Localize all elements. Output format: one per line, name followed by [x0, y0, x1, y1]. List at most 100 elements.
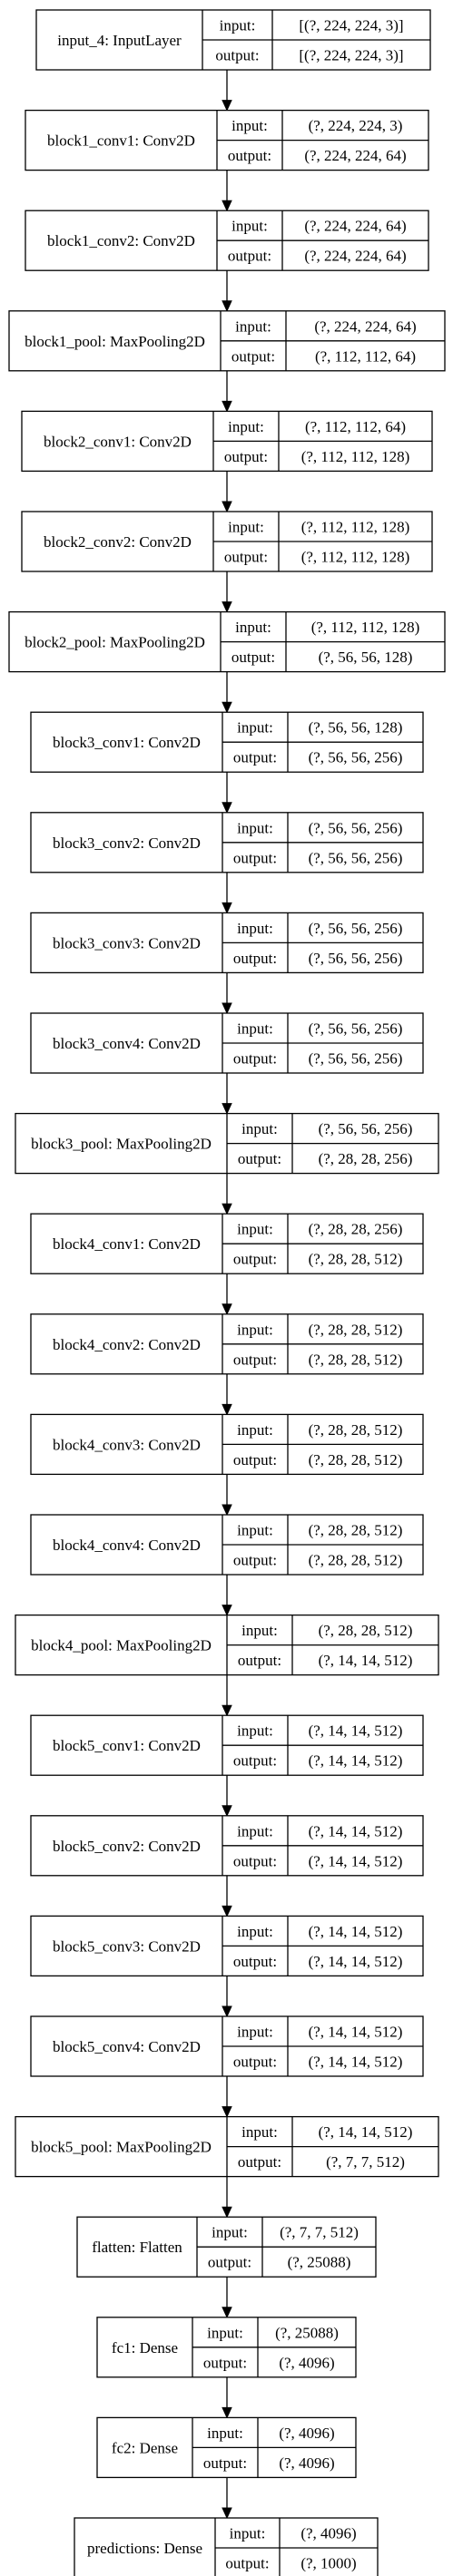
output-label: output:: [233, 1552, 277, 1569]
input-shape: (?, 25088): [275, 2324, 339, 2341]
output-shape: (?, 14, 14, 512): [319, 1652, 413, 1669]
output-label: output:: [233, 1953, 277, 1970]
arrowhead-icon: [222, 1605, 232, 1616]
input-label: input:: [230, 2525, 266, 2542]
input-shape: (?, 28, 28, 512): [309, 1522, 403, 1539]
input-label: input:: [237, 1522, 273, 1539]
arrowhead-icon: [222, 2005, 232, 2018]
output-shape: (?, 28, 28, 512): [309, 1552, 403, 1569]
arrowhead-icon: [222, 1203, 232, 1215]
input-label: input:: [237, 1020, 273, 1038]
output-shape: (?, 14, 14, 512): [309, 1953, 403, 1970]
input-label: input:: [235, 619, 271, 636]
input-shape: (?, 14, 14, 512): [309, 1822, 403, 1839]
edge-arrow: [222, 370, 232, 413]
output-shape: (?, 56, 56, 256): [309, 1050, 403, 1068]
input-label: input:: [207, 2425, 243, 2442]
layer-name: block3_conv2: Conv2D: [53, 834, 201, 852]
layer-name: block5_conv2: Conv2D: [53, 1838, 201, 1855]
input-shape: (?, 28, 28, 256): [309, 1221, 403, 1238]
edge-arrow: [222, 2277, 232, 2319]
input-shape: (?, 7, 7, 512): [280, 2224, 359, 2241]
input-label: input:: [231, 117, 268, 134]
input-shape: (?, 56, 56, 256): [309, 819, 403, 836]
input-label: input:: [237, 920, 273, 937]
input-shape: (?, 28, 28, 512): [309, 1421, 403, 1439]
layer-name: block5_conv3: Conv2D: [53, 1937, 201, 1955]
layer-node: block2_pool: MaxPooling2D input: output: (?…: [8, 610, 446, 673]
layer-name: block2_conv1: Conv2D: [44, 433, 192, 450]
output-label: output:: [231, 649, 275, 666]
edge-arrow: [222, 1073, 232, 1115]
arrowhead-icon: [222, 1403, 232, 1416]
output-label: output:: [233, 2054, 277, 2071]
layer-name: block3_conv3: Conv2D: [53, 934, 201, 951]
layer-name: block4_pool: MaxPooling2D: [31, 1637, 212, 1654]
input-shape: (?, 4096): [279, 2425, 334, 2442]
input-label: input:: [237, 719, 273, 737]
output-label: output:: [238, 1150, 281, 1167]
output-label: output:: [233, 950, 277, 967]
arrowhead-icon: [222, 2507, 232, 2520]
output-label: output:: [228, 248, 271, 265]
output-label: output:: [225, 2555, 269, 2572]
input-shape: (?, 224, 224, 64): [314, 317, 416, 335]
arrowhead-icon: [222, 1002, 232, 1015]
layer-name: input_4: InputLayer: [57, 32, 182, 49]
output-shape: (?, 56, 56, 256): [309, 849, 403, 866]
output-label: output:: [203, 2354, 247, 2371]
output-label: output:: [224, 549, 268, 566]
input-label: input:: [241, 1622, 278, 1639]
input-shape: (?, 14, 14, 512): [309, 1923, 403, 1940]
arrowhead-icon: [222, 2406, 232, 2419]
output-label: output:: [208, 2254, 251, 2271]
edge-arrow: [222, 270, 232, 313]
layer-name: block1_pool: MaxPooling2D: [25, 333, 205, 350]
arrowhead-icon: [222, 1103, 232, 1115]
output-label: output:: [203, 2454, 247, 2472]
layer-name: block1_conv2: Conv2D: [47, 232, 195, 249]
input-shape: (?, 112, 112, 128): [311, 619, 420, 636]
output-shape: (?, 25088): [288, 2254, 351, 2271]
edge-arrow: [222, 2376, 232, 2419]
input-shape: (?, 56, 56, 256): [309, 1020, 403, 1038]
input-label: input:: [228, 519, 264, 536]
input-shape: (?, 56, 56, 128): [309, 719, 403, 737]
layer-name: block2_pool: MaxPooling2D: [25, 634, 205, 651]
layer-node: block1_pool: MaxPooling2D input: output: (?…: [8, 310, 446, 372]
edge-arrow: [222, 972, 232, 1015]
edge-arrow: [222, 1575, 232, 1616]
output-label: output:: [224, 448, 268, 465]
output-shape: (?, 112, 112, 128): [301, 549, 410, 566]
layer-node: block3_pool: MaxPooling2Dinput:output:(?…: [15, 1112, 439, 1175]
edge-arrow: [222, 1775, 232, 1818]
input-shape: (?, 4096): [300, 2525, 356, 2542]
arrowhead-icon: [222, 1504, 232, 1517]
edge-arrow: [222, 1173, 232, 1215]
output-label: output:: [231, 347, 275, 365]
input-shape: (?, 112, 112, 64): [305, 418, 406, 435]
output-label: output:: [238, 2153, 281, 2171]
input-label: input:: [237, 819, 273, 836]
arrowhead-icon: [222, 2106, 232, 2118]
arrowhead-icon: [222, 1704, 232, 1717]
input-label: input:: [235, 317, 271, 335]
output-shape: (?, 14, 14, 512): [309, 1852, 403, 1869]
input-label: input:: [241, 1120, 278, 1137]
layer-name: block4_conv1: Conv2D: [53, 1235, 201, 1253]
edge-arrow: [222, 872, 232, 914]
